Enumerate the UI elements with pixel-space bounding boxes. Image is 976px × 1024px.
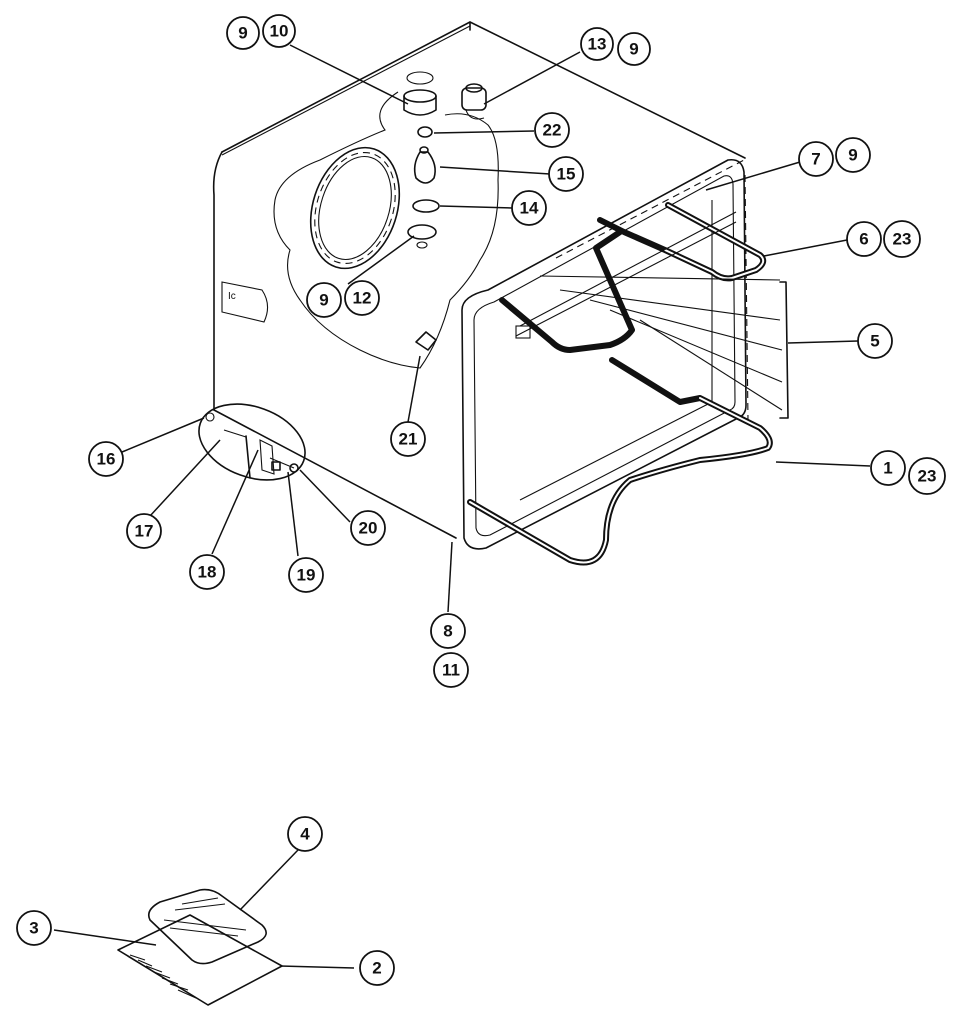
svg-text:13: 13 — [588, 35, 607, 54]
svg-text:23: 23 — [918, 467, 937, 486]
callout-c14: 14 — [511, 190, 547, 226]
broiler-pan-assembly — [117, 888, 283, 1006]
callout-c1: 1 — [870, 450, 906, 486]
svg-text:11: 11 — [442, 661, 460, 680]
callout-c22: 22 — [534, 112, 570, 148]
light-bulb — [413, 151, 436, 184]
callout-c16: 16 — [88, 441, 124, 477]
callout-c20: 20 — [350, 510, 386, 546]
broiler-pan-insert — [147, 888, 267, 965]
svg-text:8: 8 — [443, 622, 452, 641]
callout-c23b: 23 — [908, 457, 946, 495]
callout-c23a: 23 — [883, 220, 921, 258]
callout-c18: 18 — [189, 554, 225, 590]
callout-c9d: 9 — [306, 282, 342, 318]
svg-text:7: 7 — [811, 150, 820, 169]
svg-text:5: 5 — [870, 332, 879, 351]
svg-text:10: 10 — [270, 22, 289, 41]
svg-text:2: 2 — [372, 959, 381, 978]
callout-c21: 21 — [390, 421, 426, 457]
svg-text:15: 15 — [557, 165, 576, 184]
callout-c9b: 9 — [617, 32, 651, 66]
callout-c19: 19 — [288, 557, 324, 593]
callout-c13: 13 — [580, 27, 614, 61]
callout-c17: 17 — [126, 513, 162, 549]
bake-element — [467, 357, 773, 566]
svg-text:9: 9 — [848, 146, 857, 165]
svg-text:22: 22 — [543, 121, 562, 140]
terminal-block-assembly — [198, 403, 306, 481]
svg-text:19: 19 — [297, 566, 316, 585]
light-lens — [412, 199, 440, 213]
wiring-harness-panel — [273, 91, 499, 369]
light-socket-assembly — [403, 71, 440, 249]
callout-c9c: 9 — [835, 137, 871, 173]
broil-element — [499, 202, 767, 353]
svg-text:17: 17 — [135, 522, 154, 541]
callout-c2: 2 — [359, 950, 395, 986]
callout-c4: 4 — [287, 816, 323, 852]
svg-text:9: 9 — [319, 291, 328, 310]
callout-c12: 12 — [344, 280, 380, 316]
callout-c7: 7 — [798, 141, 834, 177]
broiler-pan — [117, 914, 283, 1006]
callout-c8: 8 — [430, 613, 466, 649]
lens-cover — [407, 224, 437, 240]
callout-c9a: 9 — [226, 16, 260, 50]
svg-text:14: 14 — [520, 199, 539, 218]
terminal-label-tag: Ic — [221, 281, 269, 323]
wire-clip — [415, 331, 437, 351]
oven-cavity — [212, 21, 749, 539]
callout-c3: 3 — [16, 910, 52, 946]
svg-text:1: 1 — [883, 459, 892, 478]
tag-text: Ic — [228, 291, 236, 302]
svg-text:9: 9 — [629, 40, 638, 59]
oven-rack-guides — [539, 275, 789, 419]
callout-c5: 5 — [857, 323, 893, 359]
leader-lines — [53, 44, 871, 969]
svg-text:20: 20 — [359, 519, 378, 538]
svg-text:21: 21 — [399, 430, 418, 449]
svg-text:12: 12 — [353, 289, 372, 308]
callout-c10: 10 — [262, 14, 296, 48]
svg-text:6: 6 — [859, 230, 868, 249]
oven-front-frame — [461, 158, 747, 550]
svg-text:23: 23 — [893, 230, 912, 249]
svg-text:18: 18 — [198, 563, 217, 582]
callout-c6: 6 — [846, 221, 882, 257]
svg-text:3: 3 — [29, 919, 38, 938]
svg-text:9: 9 — [238, 24, 247, 43]
svg-text:16: 16 — [97, 450, 116, 469]
callout-c15: 15 — [548, 156, 584, 192]
sensor-fitting — [461, 83, 487, 120]
socket-nut — [417, 126, 433, 138]
svg-text:4: 4 — [300, 825, 310, 844]
callout-c11: 11 — [433, 652, 469, 688]
